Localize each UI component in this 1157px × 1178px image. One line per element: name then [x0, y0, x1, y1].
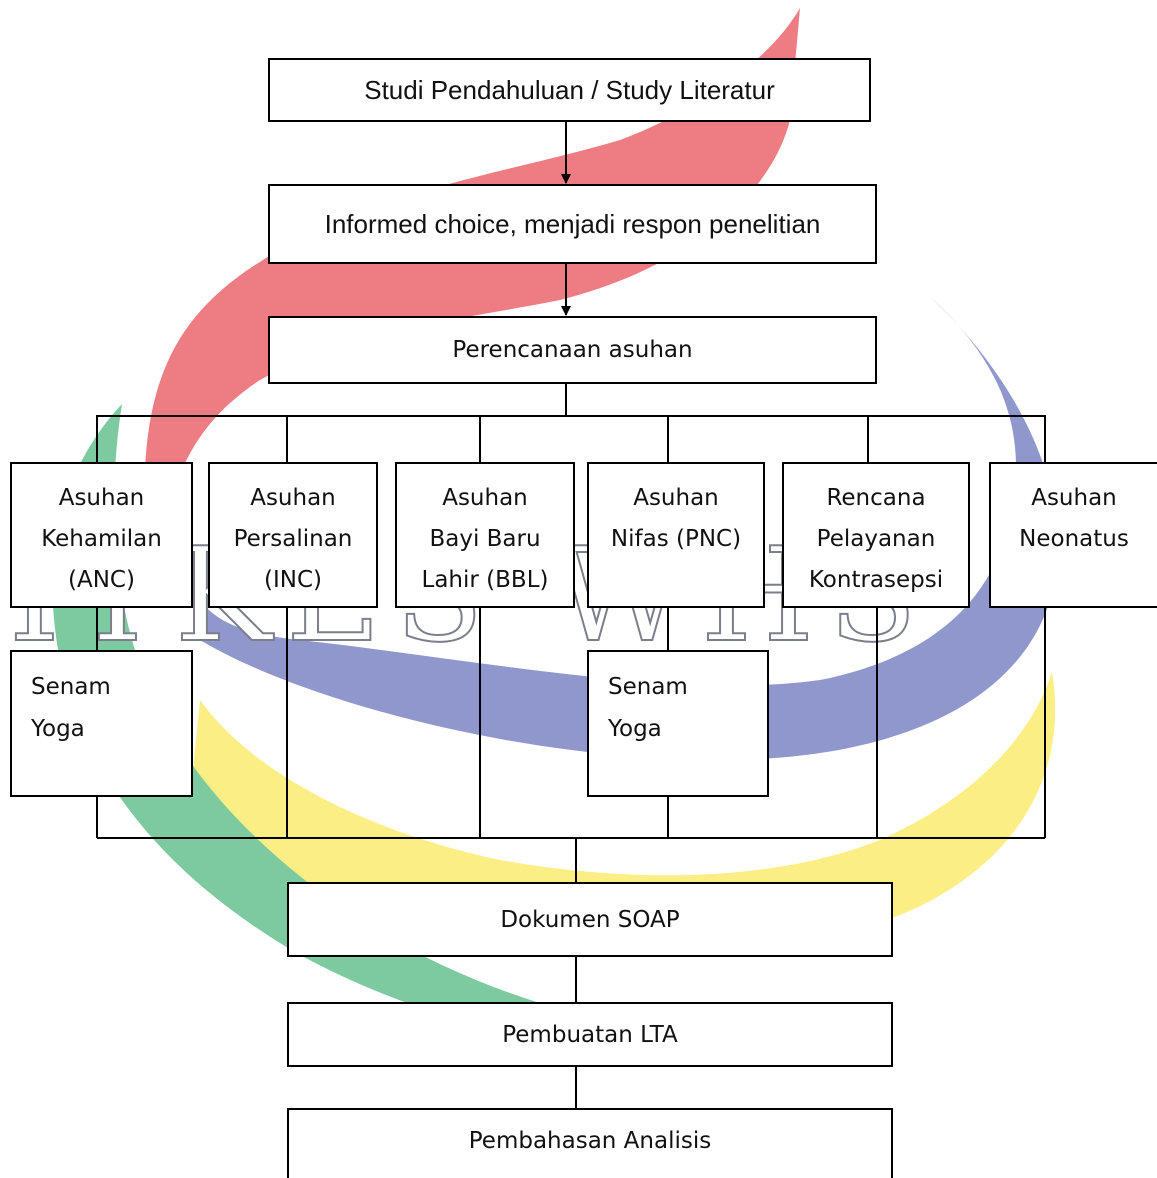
soap-label: Dokumen SOAP — [500, 906, 680, 933]
care-box-bbl: Asuhan Bayi Baru Lahir (BBL) — [395, 462, 575, 608]
planning-label: Perencanaan asuhan — [452, 337, 693, 363]
informed-choice-box: Informed choice, menjadi respon peneliti… — [268, 184, 877, 264]
care-neonatus-line-1: Asuhan — [1031, 485, 1117, 511]
watermark-red-swoosh — [145, 8, 800, 560]
care-anc-line-1: Asuhan — [58, 485, 145, 511]
care-inc-line-3: (INC) — [264, 567, 322, 593]
care-pnc-line-1: Asuhan — [633, 485, 719, 511]
care-anc-line-2: Kehamilan — [41, 526, 162, 552]
care-inc-line-1: Asuhan — [250, 485, 336, 511]
care-kontrasepsi-line-1: Rencana — [826, 485, 926, 511]
care-neonatus-line-2: Neonatus — [1019, 526, 1129, 552]
care-bbl-line-1: Asuhan — [442, 485, 528, 511]
care-bbl-line-3: Lahir (BBL) — [421, 567, 549, 593]
informed-choice-label: Informed choice, menjadi respon peneliti… — [324, 208, 821, 239]
care-pnc-line-2: Nifas (PNC) — [610, 526, 742, 552]
lta-box: Pembuatan LTA — [287, 1002, 893, 1067]
study-label: Studi Pendahuluan / Study Literatur — [364, 74, 775, 105]
care-kontrasepsi-line-3: Kontrasepsi — [808, 567, 944, 593]
care-box-neonatus: Asuhan Neonatus — [989, 462, 1157, 608]
study-box: Studi Pendahuluan / Study Literatur — [268, 58, 871, 122]
connector-top-bus — [96, 415, 1046, 462]
watermark-green-swoosh — [52, 404, 741, 1052]
senam-anc-line-2: Yoga — [31, 716, 85, 742]
senam-pnc-line-2: Yoga — [608, 716, 662, 742]
care-box-pnc: Asuhan Nifas (PNC) — [587, 462, 765, 608]
senam-yoga-pnc-box: Senam Yoga — [587, 650, 769, 797]
senam-pnc-line-1: Senam — [608, 674, 688, 700]
analysis-box: Pembahasan Analisis — [287, 1108, 893, 1178]
care-kontrasepsi-line-2: Pelayanan — [816, 526, 936, 552]
care-box-kontrasepsi: Rencana Pelayanan Kontrasepsi — [782, 462, 970, 608]
care-inc-line-2: Persalinan — [233, 526, 353, 552]
care-box-inc: Asuhan Persalinan (INC) — [208, 462, 378, 608]
lta-label: Pembuatan LTA — [502, 1021, 678, 1048]
watermark-yellow-swoosh — [190, 672, 1056, 952]
analysis-label: Pembahasan Analisis — [468, 1128, 712, 1154]
care-box-anc: Asuhan Kehamilan (ANC) — [10, 462, 193, 608]
senam-anc-line-1: Senam — [31, 674, 111, 700]
planning-box: Perencanaan asuhan — [268, 316, 877, 384]
senam-yoga-anc-box: Senam Yoga — [10, 650, 193, 797]
care-anc-line-3: (ANC) — [68, 567, 135, 593]
care-bbl-line-2: Bayi Baru — [429, 526, 541, 552]
watermark-blue-swoosh — [200, 295, 1058, 760]
soap-box: Dokumen SOAP — [287, 882, 893, 957]
